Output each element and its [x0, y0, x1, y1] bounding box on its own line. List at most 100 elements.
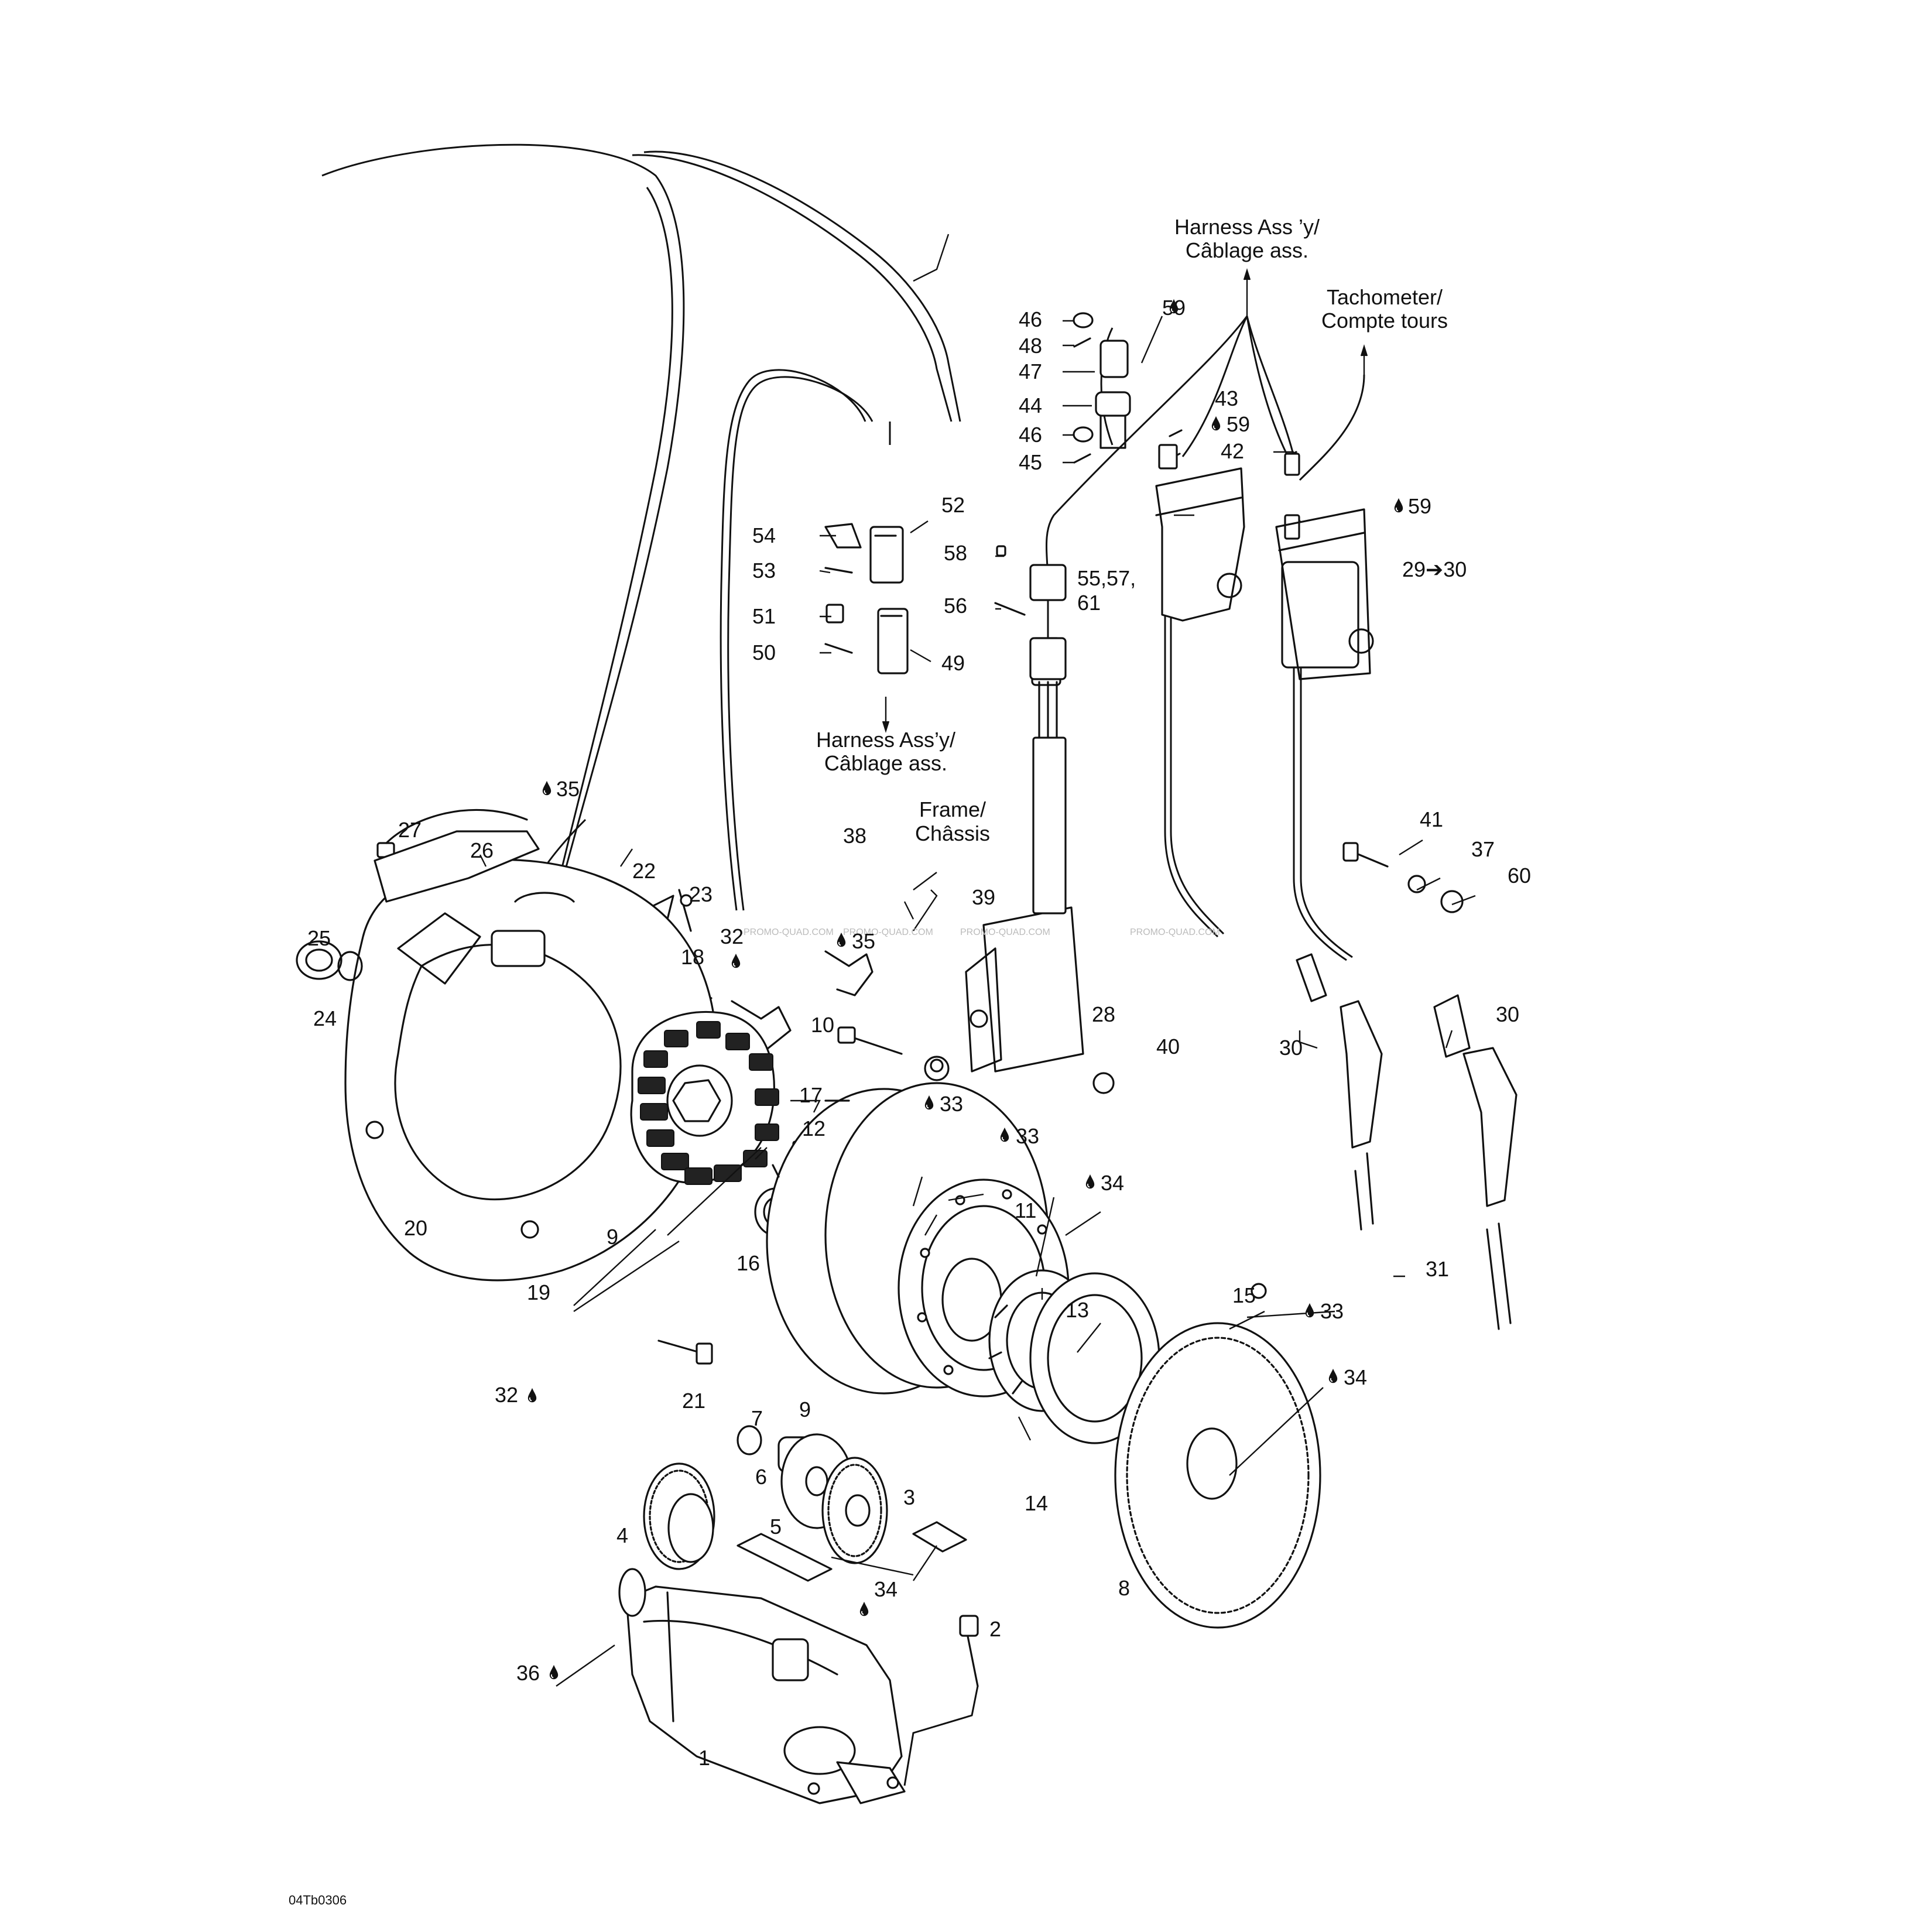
callout-38: 38	[843, 824, 866, 848]
callout-7: 7	[751, 1406, 763, 1430]
callout-8: 8	[1118, 1576, 1130, 1600]
watermark-text: PROMO-QUAD.COM	[744, 927, 834, 937]
callout-33: 33	[1320, 1299, 1344, 1323]
callout-37: 37	[1471, 837, 1495, 861]
harness-label-mid-line1: Harness Ass’y/	[816, 728, 955, 752]
callout-46: 46	[1019, 423, 1042, 447]
starter-motor	[618, 1568, 979, 1804]
stator	[630, 1010, 797, 1236]
drop-icon	[731, 953, 741, 969]
callout-25: 25	[307, 926, 331, 950]
callout-35: 35	[852, 929, 875, 953]
callout-33: 33	[940, 1092, 963, 1116]
callout-44: 44	[1019, 393, 1042, 417]
callout-33: 33	[1016, 1124, 1039, 1148]
callout-30: 30	[1279, 1036, 1303, 1060]
watermark-text: PROMO-QUAD.COM	[960, 927, 1050, 937]
callout-23: 23	[689, 882, 712, 906]
harness-label-top-line1: Harness Ass ’y/	[1174, 215, 1320, 239]
ring-gear	[1114, 1322, 1321, 1629]
callout-32: 32	[495, 1383, 518, 1407]
callout-52: 52	[941, 493, 965, 517]
callout-34: 34	[1101, 1171, 1124, 1195]
callout-59: 59	[1408, 494, 1431, 518]
callout-18: 18	[681, 945, 704, 969]
callout-16: 16	[737, 1251, 760, 1275]
drop-icon	[859, 1601, 869, 1617]
ignition-coils	[1155, 467, 1374, 680]
callout-49: 49	[941, 651, 965, 675]
callout-45: 45	[1019, 450, 1042, 474]
callout-4: 4	[616, 1523, 628, 1547]
callout-3: 3	[903, 1485, 915, 1509]
drop-icon	[1085, 1174, 1095, 1190]
callout-5: 5	[770, 1515, 782, 1539]
callout-26: 26	[470, 838, 494, 862]
callout-53: 53	[752, 559, 776, 583]
callout-39: 39	[972, 885, 995, 909]
callout-42: 42	[1221, 439, 1244, 463]
callout-24: 24	[313, 1006, 337, 1030]
callout-17: 17	[799, 1083, 823, 1107]
callout-15: 15	[1232, 1283, 1256, 1307]
callout-14: 14	[1025, 1491, 1048, 1515]
watermark-strip: PROMO-QUAD.COM PROMO-QUAD.COM PROMO-QUAD…	[744, 927, 1220, 937]
callout-9: 9	[607, 1225, 618, 1249]
callout-55-57: 55,57,	[1077, 566, 1136, 590]
harness-label-mid-line2: Câblage ass.	[824, 751, 947, 775]
callout-30: 30	[1496, 1002, 1519, 1026]
callout-21: 21	[682, 1389, 705, 1413]
drop-icon	[1328, 1368, 1338, 1384]
callout-20: 20	[404, 1216, 427, 1240]
callout-43: 43	[1215, 386, 1238, 410]
harness-label-top-line2: Câblage ass.	[1186, 238, 1308, 262]
callout-11: 11	[1015, 1198, 1036, 1222]
figure-code: 04Tb0306	[289, 1893, 347, 1907]
reduction-gears	[643, 1425, 967, 1582]
drop-icon	[549, 1664, 559, 1680]
drop-icon	[1393, 498, 1404, 513]
starter-clutch	[988, 1269, 1160, 1444]
callout-19: 19	[527, 1280, 550, 1304]
spark-plugs	[1296, 953, 1517, 1330]
callout-31: 31	[1426, 1257, 1449, 1281]
callout-56: 56	[944, 594, 967, 618]
cables	[321, 143, 1365, 961]
tachometer-label-line2: Compte tours	[1321, 309, 1448, 333]
callout-59: 59	[1227, 412, 1250, 436]
callout-2: 2	[989, 1617, 1001, 1641]
callout-12: 12	[802, 1116, 825, 1140]
callout-50: 50	[752, 640, 776, 664]
callout-34: 34	[874, 1577, 898, 1601]
flywheel	[766, 1082, 1070, 1397]
frame-label-line1: Frame/	[919, 797, 986, 821]
callout-48: 48	[1019, 334, 1042, 358]
callout-6: 6	[755, 1465, 767, 1489]
callout-9: 9	[799, 1397, 811, 1421]
callout-10: 10	[811, 1013, 834, 1037]
callout-58: 58	[944, 541, 967, 565]
callout-29-to-30: 29➔30	[1402, 557, 1467, 581]
callouts: 1 2 3 4 5 6 7 8 9 9 10 11 12 13 14 15 16…	[307, 296, 1531, 1770]
drop-icon	[1304, 1303, 1315, 1318]
leader-lines	[479, 234, 1476, 1687]
callout-51: 51	[752, 604, 776, 628]
annotations: Harness Ass ’y/ Câblage ass. Tachometer/…	[816, 215, 1448, 845]
callout-34: 34	[1344, 1365, 1367, 1389]
callout-13: 13	[1066, 1298, 1089, 1322]
drop-icon	[527, 1388, 537, 1403]
callout-47: 47	[1019, 359, 1042, 383]
crankcase-cover	[296, 809, 718, 1282]
callout-41: 41	[1420, 807, 1443, 831]
callout-46: 46	[1019, 307, 1042, 331]
callout-36: 36	[516, 1661, 540, 1685]
watermark-text: PROMO-QUAD.COM	[1130, 927, 1220, 937]
callout-60: 60	[1508, 864, 1531, 888]
callout-61: 61	[1077, 591, 1101, 615]
cdi-module	[965, 637, 1084, 1073]
drop-icon	[1211, 416, 1221, 431]
callout-35: 35	[556, 777, 580, 801]
callout-27: 27	[398, 818, 422, 842]
callout-32: 32	[720, 924, 744, 948]
